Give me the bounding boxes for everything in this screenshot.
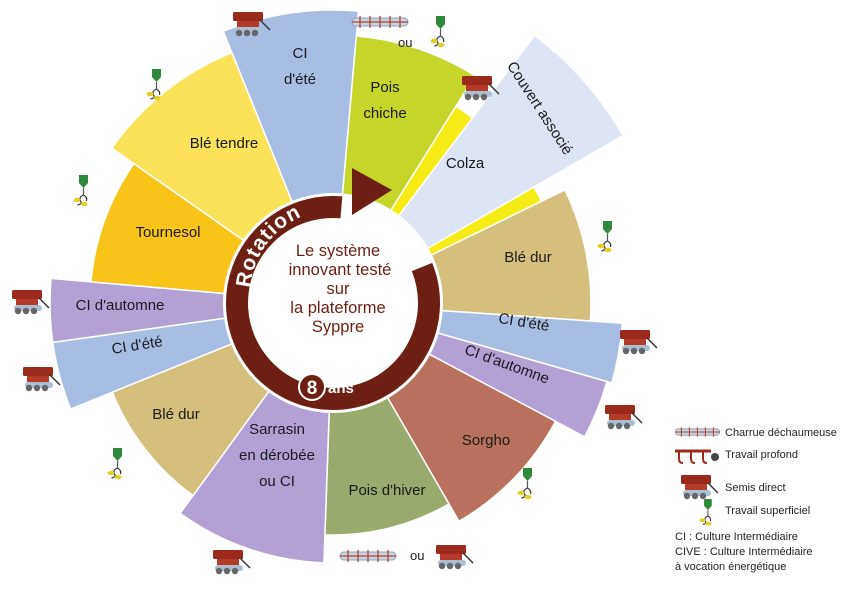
center-disc: [223, 193, 443, 413]
rotation-arrow: [226, 168, 440, 410]
charrue-dechaumeuse-icon: [675, 426, 721, 438]
semis-direct-icon: [681, 474, 719, 500]
legend-item-charrue: Charrue déchaumeuse: [675, 423, 847, 445]
semis-direct-icon: [619, 329, 658, 355]
center-line-5: Syppre: [312, 318, 364, 336]
legend-label: Travail profond: [725, 449, 798, 461]
travail-superficiel-icon: [429, 15, 446, 48]
note-cive: CIVE : Culture Intermédiaire: [675, 546, 813, 558]
segment-label-ci-automne-left: CI d'automne: [76, 297, 165, 314]
work-icons: ou ou: [11, 11, 658, 575]
segments-layer: [49, 9, 625, 564]
semis-direct-icon: [22, 366, 61, 392]
years-badge: 8 ans: [298, 373, 354, 401]
travail-superficiel-icon: [72, 174, 89, 207]
years-word: ans: [328, 380, 354, 397]
abbreviation-notes: CI : Culture Intermédiaire CIVE : Cultur…: [675, 530, 813, 575]
center-title: Le système innovant testé sur la platefo…: [289, 242, 392, 336]
center-line-4: la plateforme: [290, 299, 385, 317]
semis-direct-icon: [11, 289, 50, 315]
segment-label-ble-dur-left: Blé dur: [152, 406, 200, 423]
segment-label-tournesol: Tournesol: [135, 224, 200, 241]
segment-label-pois-hiver: Pois d'hiver: [348, 482, 425, 499]
semis-direct-icon: [212, 549, 251, 575]
segment-label-colza: Colza: [446, 155, 485, 172]
travail-profond-icon: [675, 449, 721, 465]
center-line-1: Le système: [296, 242, 380, 260]
legend-label: Semis direct: [725, 482, 786, 494]
segment-label-sorgho: Sorgho: [462, 432, 510, 449]
segment-label-ble-tendre: Blé tendre: [190, 135, 258, 152]
rotation-arrow-arc: [226, 196, 440, 410]
segment-label-ble-dur-right: Blé dur: [504, 249, 552, 266]
semis-direct-icon: [435, 544, 474, 570]
note-cive-2: à vocation énergétique: [675, 561, 787, 573]
legend-label: Charrue déchaumeuse: [725, 427, 837, 439]
travail-superficiel-icon: [596, 220, 613, 253]
legend-item-semis-direct: Semis direct: [675, 474, 847, 500]
legend-label: Travail superficiel: [725, 505, 811, 517]
travail-superficiel-icon: [106, 447, 123, 480]
charrue-dechaumeuse-icon: [351, 15, 409, 29]
rotation-arrow-head: [352, 168, 392, 215]
semis-direct-icon: [604, 404, 643, 430]
years-number: 8: [307, 378, 318, 399]
ou-label-top: ou: [398, 35, 412, 50]
center-line-3: sur: [327, 280, 350, 298]
legend-item-travail-superficiel: Travail superficiel: [675, 499, 847, 527]
center-line-2: innovant testé: [289, 261, 392, 279]
legend-item-travail-profond: Travail profond: [675, 445, 847, 467]
ou-label-bottom: ou: [410, 548, 424, 563]
charrue-dechaumeuse-icon: [339, 549, 397, 563]
note-ci: CI : Culture Intermédiaire: [675, 531, 798, 543]
